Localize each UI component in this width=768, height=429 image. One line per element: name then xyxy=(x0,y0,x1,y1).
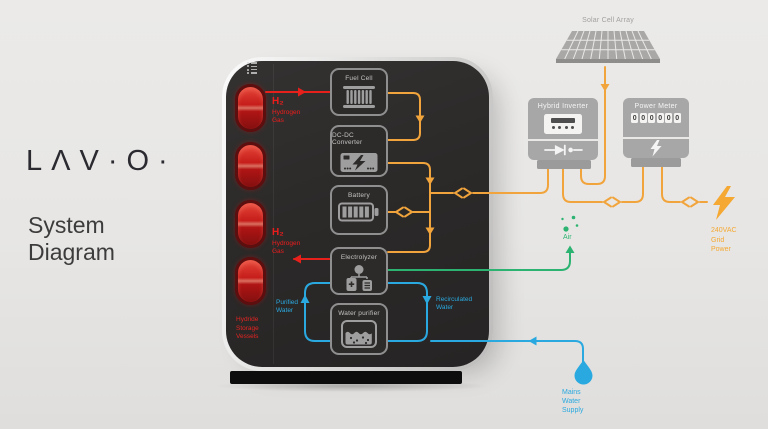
hydride-vessel-icon xyxy=(235,84,266,132)
diode-icon xyxy=(544,144,583,156)
solar-cell-array-label: Solar Cell Array xyxy=(582,17,634,24)
recirculated-water-label: Recirculated Water xyxy=(436,296,473,311)
electrolyzer-icon xyxy=(346,265,372,291)
vessel-gauge-markings xyxy=(247,62,258,76)
electrolyzer-box: Electrolyzer xyxy=(330,247,388,295)
air-label: Air xyxy=(563,234,572,241)
power-meter-unit: Power Meter 0 0 0 0 0 0 xyxy=(623,98,689,158)
water-purifier-label: Water purifier xyxy=(338,310,380,317)
mains-water-label: Mains Water Supply xyxy=(562,389,584,414)
hydrogen-lines xyxy=(265,87,331,264)
meter-digit: 0 xyxy=(648,113,656,123)
meter-digit: 0 xyxy=(673,113,681,123)
meter-digit: 0 xyxy=(656,113,664,123)
fuel-cell-box: Fuel Cell xyxy=(330,68,388,116)
inverter-base xyxy=(537,160,591,169)
device-stand xyxy=(230,371,462,384)
battery-label: Battery xyxy=(348,192,370,199)
hydride-vessel-icon xyxy=(235,257,266,305)
meter-digit: 0 xyxy=(665,113,673,123)
water-purifier-box: Water purifier xyxy=(330,303,388,355)
meter-digit: 0 xyxy=(631,113,639,123)
electrolyzer-label: Electrolyzer xyxy=(340,254,378,261)
meter-lightning-icon xyxy=(650,140,662,157)
water-droplet-icon xyxy=(574,360,593,385)
inverter-divider xyxy=(528,139,598,141)
solar-panel-icon xyxy=(556,31,660,63)
hydride-vessels-label: Hydride Storage Vessels xyxy=(236,316,259,340)
dcdc-converter-icon xyxy=(340,153,378,172)
dcdc-converter-box: DC-DC Converter xyxy=(330,125,388,177)
hydrogen-gas-label-top: Hydrogen Gas xyxy=(272,109,301,124)
power-arrowheads xyxy=(415,84,610,235)
device-seam xyxy=(273,64,274,364)
water-purifier-icon xyxy=(341,320,377,348)
power-meter-divider xyxy=(623,137,689,139)
grid-lightning-icon xyxy=(713,186,735,220)
h2-symbol-top: H₂ xyxy=(272,96,284,107)
page-title: System Diagram xyxy=(28,212,115,265)
lavo-logo: LΛV·O· xyxy=(26,145,177,177)
inverter-display xyxy=(544,114,582,134)
purified-water-label: Purified Water xyxy=(276,299,299,314)
battery-box: Battery xyxy=(330,185,388,235)
water-lines xyxy=(300,282,584,364)
hybrid-inverter-unit: Hybrid Inverter xyxy=(528,98,598,160)
hydrogen-gas-label-bottom: Hydrogen Gas xyxy=(272,240,301,255)
air-line xyxy=(387,215,579,271)
battery-icon xyxy=(338,202,379,222)
hydride-vessel-icon xyxy=(235,200,266,248)
power-meter-display: 0 0 0 0 0 0 xyxy=(623,113,689,123)
power-lines xyxy=(386,66,708,253)
dcdc-converter-label: DC-DC Converter xyxy=(332,132,363,146)
hybrid-inverter-label: Hybrid Inverter xyxy=(537,103,589,110)
fuel-cell-icon xyxy=(343,86,375,108)
meter-digit: 0 xyxy=(639,113,647,123)
fuel-cell-label: Fuel Cell xyxy=(345,75,373,82)
h2-symbol-bottom: H₂ xyxy=(272,227,284,238)
power-meter-base xyxy=(631,158,681,167)
hydride-vessel-icon xyxy=(235,142,266,190)
power-meter-label: Power Meter xyxy=(634,103,678,110)
grid-power-label: 240VAC Grid Power xyxy=(711,227,737,253)
